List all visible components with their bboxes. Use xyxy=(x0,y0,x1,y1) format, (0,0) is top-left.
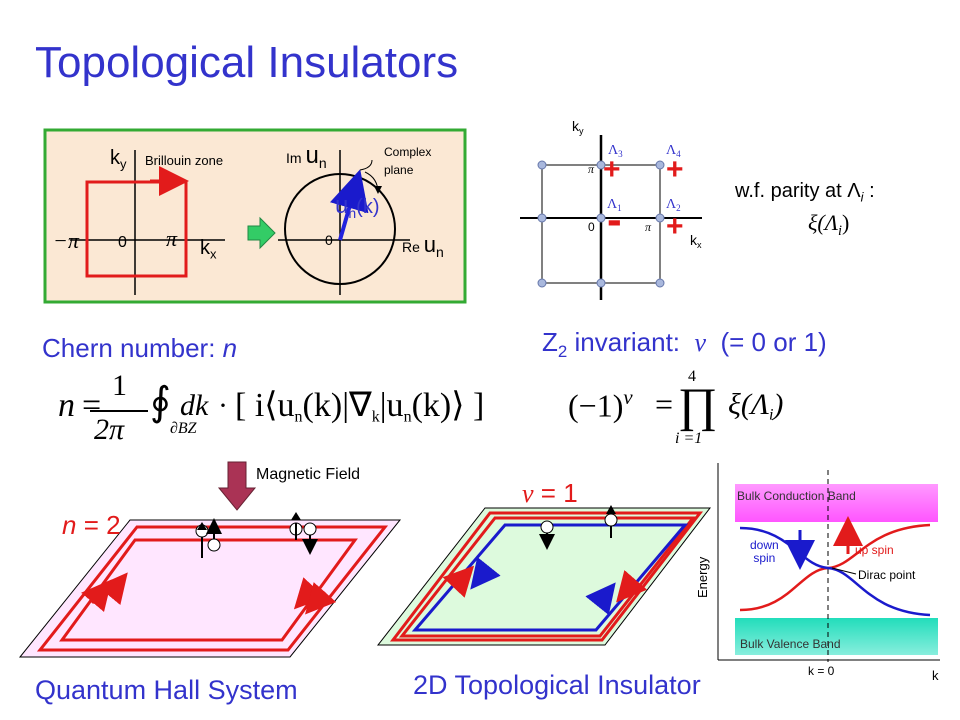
re-un-label: Re un xyxy=(402,232,444,260)
un-vector xyxy=(329,169,369,241)
bz-origin-label: 0 xyxy=(118,234,127,251)
pi-label: π xyxy=(166,226,178,251)
tr-invariant-lattice xyxy=(520,135,702,300)
qh-electrons xyxy=(195,512,318,558)
lambda-3: Λ3 xyxy=(608,143,623,160)
magnetic-field-arrow-icon xyxy=(217,461,257,511)
ti-caption: 2D Topological Insulator xyxy=(413,670,701,700)
z2-invariant-heading: Z2 invariant: ν (= 0 or 1) xyxy=(542,327,827,361)
conduction-band-label: Bulk Conduction Band xyxy=(737,489,856,503)
parity-plus-2: + xyxy=(666,210,684,243)
lambda-1: Λ1 xyxy=(607,197,622,214)
up-spin-label: up spin xyxy=(855,543,894,557)
lattice-kx-label: kx xyxy=(690,232,702,251)
conduction-band xyxy=(735,484,938,522)
map-arrow-icon xyxy=(247,216,276,250)
ti-nu-label: ν = 1 xyxy=(522,478,578,508)
dirac-point-label: Dirac point xyxy=(858,568,916,582)
ti-sheet-bg xyxy=(376,507,712,646)
wf-parity-label: w.f. parity at Λi : xyxy=(735,180,875,205)
brillouin-zone-label: Brillouin zone xyxy=(145,153,224,168)
parity-plus-3: + xyxy=(603,153,621,186)
valence-band xyxy=(735,618,938,655)
down-spin-band xyxy=(739,526,931,617)
lattice-ky-label: ky xyxy=(572,118,584,137)
lattice-pi-x: π xyxy=(645,220,652,234)
quantum-hall-sheet xyxy=(18,461,402,658)
lattice-pi-y: π xyxy=(588,162,595,176)
fraction-bar xyxy=(90,410,148,412)
page-title: Topological Insulators xyxy=(35,38,459,87)
ti-edge-red xyxy=(398,516,697,638)
band-diagram xyxy=(717,463,940,662)
phase-arrow xyxy=(364,171,382,194)
lattice-origin-label: 0 xyxy=(588,220,595,234)
lambda-2: Λ2 xyxy=(666,197,681,214)
brillouin-zone-panel xyxy=(43,128,467,304)
tr-points xyxy=(537,160,665,288)
valence-band-label: Bulk Valence Band xyxy=(740,637,841,651)
bz-panel-background xyxy=(43,128,467,304)
parity-minus-1: - xyxy=(607,195,622,244)
bz-ky-label: ky xyxy=(110,147,127,172)
magnetic-field-label: Magnetic Field xyxy=(256,466,361,483)
xi-lambda-label: ξ(Λi) xyxy=(808,210,850,239)
unk-label: un(k) xyxy=(335,192,380,221)
qh-edge-outer xyxy=(36,525,389,652)
lambda-4: Λ4 xyxy=(666,143,681,160)
ti-edge-red-outer xyxy=(389,511,704,642)
bz-square xyxy=(85,180,188,278)
qh-n-label: n = 2 xyxy=(62,510,121,540)
chern-number-heading: Chern number: n xyxy=(42,333,238,363)
ti-electrons xyxy=(539,505,618,550)
im-un-label: Im un xyxy=(286,142,327,171)
ti-sheet xyxy=(376,505,712,646)
k-axis-label: k xyxy=(932,668,939,683)
k0-label: k = 0 xyxy=(808,664,835,678)
energy-axis-label: Energy xyxy=(695,556,710,598)
bz-kx-label: kx xyxy=(200,237,217,262)
parity-plus-4: + xyxy=(666,153,684,186)
complex-origin-label: 0 xyxy=(325,232,333,248)
minus-pi-label: −π xyxy=(53,228,79,253)
qh-caption: Quantum Hall System xyxy=(35,675,298,705)
